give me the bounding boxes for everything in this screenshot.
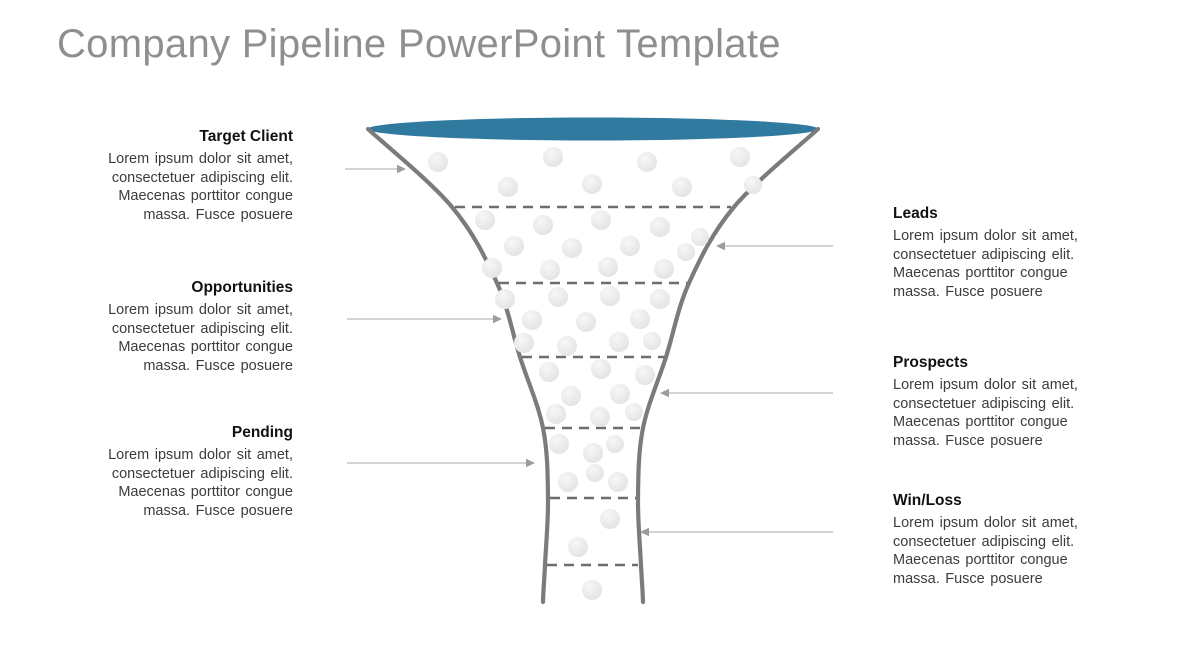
section-description: Lorem ipsum dolor sit amet, consectetuer… [108,447,293,519]
funnel-left-edge [365,126,551,605]
connector-arrow-opportunities [347,314,502,324]
section-description: Lorem ipsum dolor sit amet, consectetuer… [108,302,293,374]
section-heading: Leads [893,205,938,222]
section-description: Lorem ipsum dolor sit amet, consectetuer… [893,515,1078,587]
section-heading: Prospects [893,354,968,371]
connector-arrow-target-client [345,164,406,174]
label-target-client: Target Client Lorem ipsum dolor sit amet… [78,127,293,224]
connector-arrow-leads [716,241,833,251]
label-leads: Leads Lorem ipsum dolor sit amet, consec… [893,204,1108,301]
funnel-right-edge [635,126,821,605]
section-heading: Win/Loss [893,492,962,509]
page-title: Company Pipeline PowerPoint Template [57,22,781,66]
label-opportunities: Opportunities Lorem ipsum dolor sit amet… [78,278,293,375]
section-description: Lorem ipsum dolor sit amet, consectetuer… [893,377,1078,449]
connector-arrow-win-loss [640,527,833,537]
connector-arrow-pending [347,458,535,468]
section-heading: Opportunities [191,279,293,296]
section-heading: Pending [231,424,293,441]
label-pending: Pending Lorem ipsum dolor sit amet, cons… [78,423,293,520]
label-prospects: Prospects Lorem ipsum dolor sit amet, co… [893,353,1108,450]
connector-arrow-prospects [660,388,833,398]
section-heading: Target Client [199,128,293,145]
stage-dividers [455,205,731,567]
funnel-bubbles [428,147,762,600]
section-description: Lorem ipsum dolor sit amet, consectetuer… [893,228,1078,300]
section-description: Lorem ipsum dolor sit amet, consectetuer… [108,151,293,223]
funnel-top-ellipse [368,117,818,141]
label-win-loss: Win/Loss Lorem ipsum dolor sit amet, con… [893,491,1108,588]
